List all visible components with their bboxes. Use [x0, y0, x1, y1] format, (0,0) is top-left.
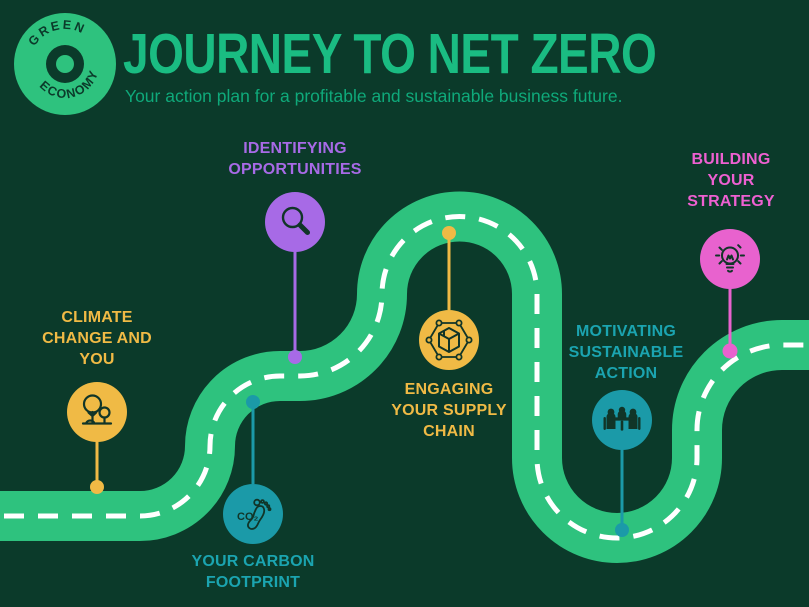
milestone-label-strategy: BUILDING YOUR STRATEGY	[687, 151, 775, 210]
milestone-marker-motivating	[592, 390, 652, 537]
trees-icon	[81, 394, 113, 425]
supply-chain-icon	[425, 319, 473, 361]
milestone-label-motivating: MOTIVATING SUSTAINABLE ACTION	[568, 323, 684, 382]
milestone-marker-identifying	[265, 192, 325, 364]
milestone-label-engaging: ENGAGING YOUR SUPPLY CHAIN	[391, 381, 507, 440]
meeting-icon	[603, 406, 641, 431]
milestone-marker-engaging	[419, 226, 479, 370]
milestone-dot	[722, 343, 738, 359]
milestone-marker-carbon: CO₂	[223, 395, 283, 544]
milestone-label-carbon: YOUR CARBON FOOTPRINT	[191, 553, 315, 591]
milestone-marker-strategy	[700, 229, 760, 359]
page-subtitle: Your action plan for a profitable and su…	[125, 86, 623, 106]
milestone-dot	[288, 350, 302, 364]
milestone-label-identifying: IDENTIFYING OPPORTUNITIES	[228, 140, 362, 178]
header: JOURNEY TO NET ZERO Your action plan for…	[123, 24, 743, 106]
milestone-label-climate: CLIMATE CHANGE AND YOU	[42, 309, 152, 368]
milestone-dot	[442, 226, 456, 240]
page-title: JOURNEY TO NET ZERO	[123, 21, 657, 86]
road-centerline	[0, 214, 809, 541]
green-economy-logo: GREEN ECONOMY	[14, 11, 116, 115]
lightbulb-icon	[715, 244, 745, 273]
milestone-dot	[90, 480, 104, 494]
magnifier-icon	[281, 206, 310, 235]
carbon-footprint-icon: CO₂	[237, 498, 272, 530]
milestone-dot	[615, 523, 629, 537]
co2-label: CO₂	[237, 511, 259, 523]
milestone-circle	[265, 192, 325, 252]
milestone-marker-climate	[67, 382, 127, 494]
milestone-dot	[246, 395, 260, 409]
